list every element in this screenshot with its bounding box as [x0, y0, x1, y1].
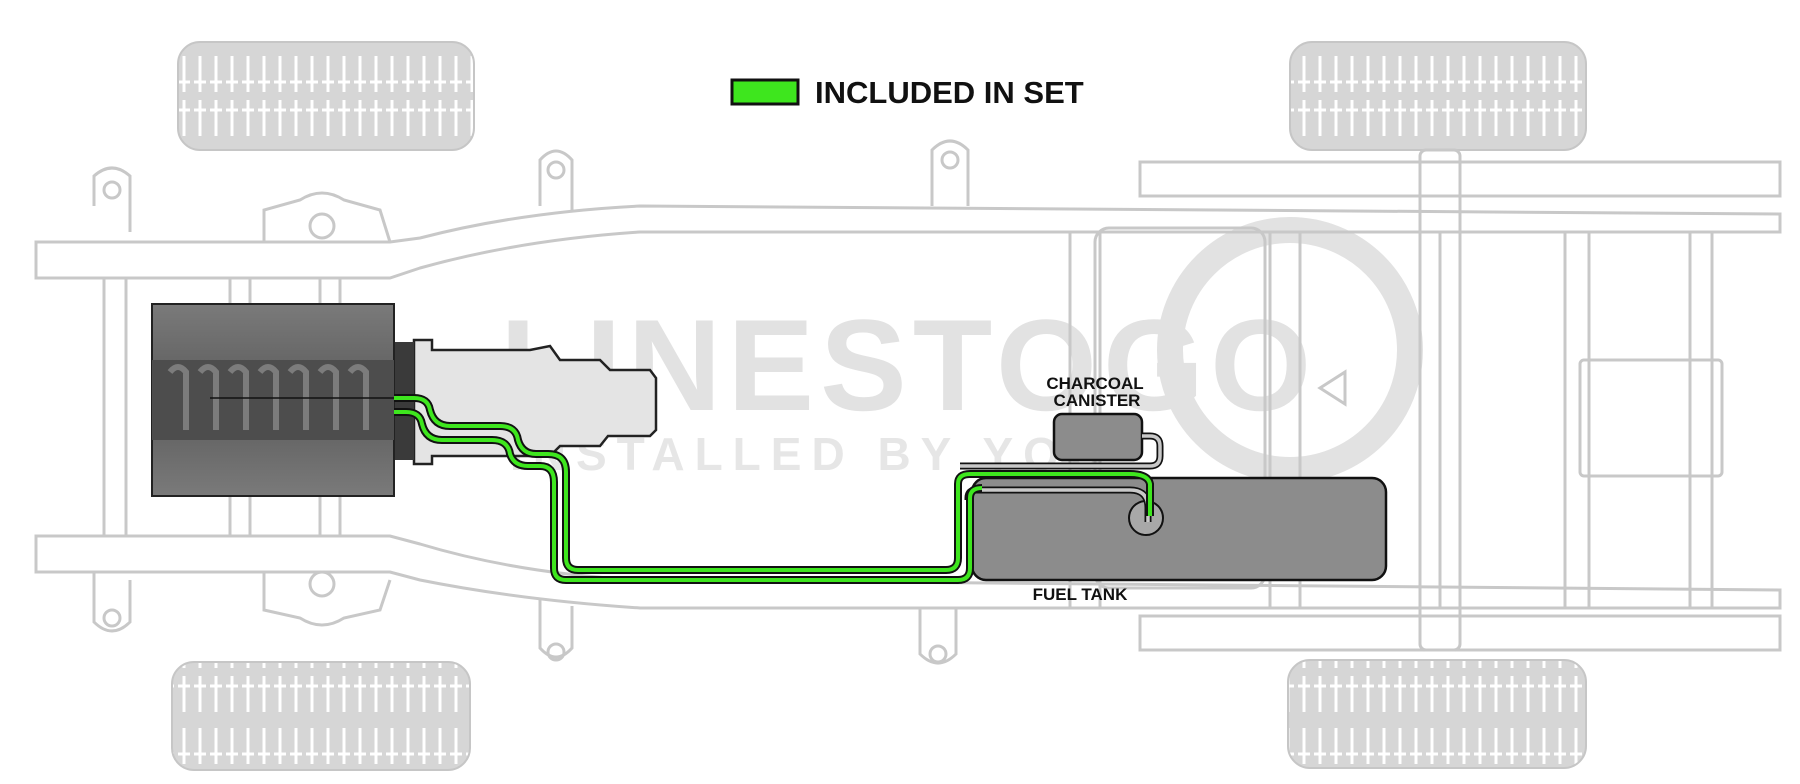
mount-tab-3	[930, 139, 970, 206]
mount-hole-1	[102, 180, 122, 200]
mount-tab-1	[92, 166, 132, 232]
front-spring-eye-lower	[308, 570, 336, 598]
frame-rail-lower	[34, 534, 1782, 610]
mount-tab-6	[918, 608, 958, 665]
differential-yoke	[1317, 369, 1347, 407]
tire-rear-right	[1287, 659, 1587, 769]
tire-front-left	[177, 41, 475, 151]
mount-hole-5	[546, 642, 566, 662]
included-fuel-lines	[394, 394, 1154, 584]
transmission-body	[412, 338, 658, 466]
mount-tab-5	[538, 600, 574, 659]
mount-tab-4	[92, 572, 132, 633]
charcoal-canister-label-line1: CHARCOAL	[1046, 374, 1143, 393]
charcoal-canister-label-line2: CANISTER	[1054, 391, 1141, 410]
charcoal-canister-body	[1052, 412, 1144, 462]
crossmember-rear-3	[1688, 230, 1714, 610]
fuel-supply-line	[394, 396, 1152, 572]
watermark-swirl	[1157, 217, 1423, 483]
mount-hole-4	[102, 608, 122, 628]
fuel-return-line	[394, 410, 983, 582]
crossmember-rear-1	[1418, 230, 1442, 610]
legend: INCLUDED IN SET	[730, 75, 1084, 110]
mount-hole-3	[940, 150, 960, 170]
mount-hole-2	[546, 160, 566, 180]
mount-hole-6	[928, 644, 948, 664]
front-spring-mount-lower	[262, 572, 392, 627]
front-spring-mount-upper	[262, 191, 392, 243]
crossmember-rear-plate	[1578, 358, 1724, 478]
rear-axle-lower	[1138, 614, 1782, 652]
engine	[151, 303, 395, 497]
vent-line	[960, 434, 1162, 468]
legend-label: INCLUDED IN SET	[815, 75, 1084, 110]
crossmember-rear-2	[1563, 230, 1591, 610]
crossmember-front	[102, 276, 128, 538]
fuel-tank-label: FUEL TANK	[1033, 585, 1128, 604]
tire-front-right	[1289, 41, 1587, 151]
frame-rail-upper	[34, 204, 1782, 280]
rear-axle-housing	[1418, 148, 1462, 652]
front-spring-eye-upper	[308, 212, 336, 240]
engine-cylinders	[167, 364, 369, 430]
rear-axle-upper	[1138, 160, 1782, 198]
tank-cradle	[1093, 226, 1267, 590]
tire-rear-left	[171, 661, 471, 771]
mount-tab-2	[538, 149, 574, 210]
tires	[171, 41, 1587, 771]
legend-swatch	[730, 78, 800, 106]
watermark: LINESTOGO INSTALLED BY YOU	[500, 217, 1423, 483]
charcoal-canister	[1052, 412, 1144, 462]
